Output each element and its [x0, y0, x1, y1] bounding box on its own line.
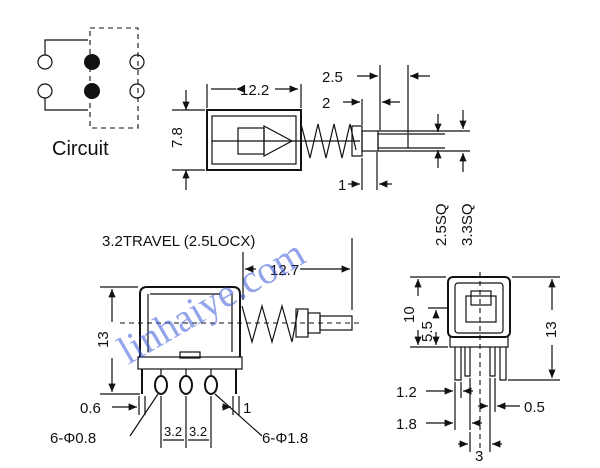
circuit-label: Circuit — [52, 138, 109, 160]
front-pin — [464, 347, 471, 377]
dim-1-right-label: 1 — [243, 400, 251, 417]
spring — [241, 303, 299, 345]
dim-2-5-label: 2.5 — [322, 69, 343, 86]
hole-dia-label: 6-Φ0.8 — [50, 430, 96, 447]
top-view: 12.2 7.8 2.5 2 1 2.5SQ 3.3SQ — [169, 65, 476, 246]
dim-3-label: 3 — [475, 448, 483, 465]
dim-height-label: 7.8 — [169, 127, 186, 148]
circuit-contact-line — [44, 98, 88, 111]
plunger — [377, 133, 409, 149]
switch-base — [137, 356, 243, 370]
dim-13-front-label: 13 — [543, 321, 560, 338]
pin — [179, 375, 193, 395]
leader-line — [129, 393, 159, 437]
switch-body — [206, 109, 302, 171]
switch-housing — [139, 286, 241, 357]
dim-2-label: 2 — [322, 95, 330, 112]
front-pin — [489, 347, 496, 377]
front-view: 10 5.5 13 1.2 1.8 0.5 3 — [396, 272, 560, 465]
pin — [154, 375, 168, 395]
circuit-diagram: Circuit — [37, 27, 145, 160]
circuit-terminal-common — [84, 54, 100, 70]
travel-note: 3.2TRAVEL (2.5LOCX) — [102, 233, 255, 250]
dim-3-3sq-label: 3.3SQ — [459, 203, 476, 246]
circuit-terminal-open — [37, 54, 53, 70]
dim-0-6-label: 0.6 — [80, 400, 101, 417]
dim-2-5sq-label: 2.5SQ — [433, 203, 450, 246]
circuit-terminal-open — [37, 83, 53, 99]
front-housing — [447, 276, 511, 338]
front-plunger — [470, 290, 492, 306]
circuit-terminal-open — [129, 54, 145, 70]
leader-line — [214, 393, 263, 437]
dim-0-5-label: 0.5 — [524, 399, 545, 416]
base-notch — [179, 351, 201, 359]
dim-width-label: 12.2 — [240, 82, 269, 99]
dim-12-7-label: 12.7 — [270, 262, 299, 279]
front-slider — [465, 295, 497, 323]
dim-5-5-label: 5.5 — [419, 321, 436, 342]
dim-1-8-label: 1.8 — [396, 416, 417, 433]
circuit-terminal-open — [129, 83, 145, 99]
switch-inner-frame — [211, 115, 297, 165]
front-housing-inner — [454, 282, 504, 334]
dim-10-label: 10 — [401, 306, 418, 323]
pitch-label-b: 3.2 — [189, 424, 207, 439]
front-leg — [499, 347, 507, 381]
shaft-guide — [361, 130, 379, 152]
circuit-contact-line — [44, 39, 88, 55]
pin — [204, 375, 218, 395]
pad-dia-label: 6-Φ1.8 — [262, 430, 308, 447]
circuit-terminal-common — [84, 83, 100, 99]
dim-1-2-label: 1.2 — [396, 384, 417, 401]
circuit-dashed-box — [89, 27, 139, 129]
dim-13-label: 13 — [95, 331, 112, 348]
pitch-label-a: 3.2 — [164, 424, 182, 439]
spring — [300, 123, 357, 159]
front-base — [449, 336, 509, 348]
dim-1-label: 1 — [338, 177, 346, 194]
front-leg — [454, 347, 462, 381]
plunger — [319, 315, 353, 331]
side-view: 3.2TRAVEL (2.5LOCX) 12.7 — [50, 233, 360, 448]
